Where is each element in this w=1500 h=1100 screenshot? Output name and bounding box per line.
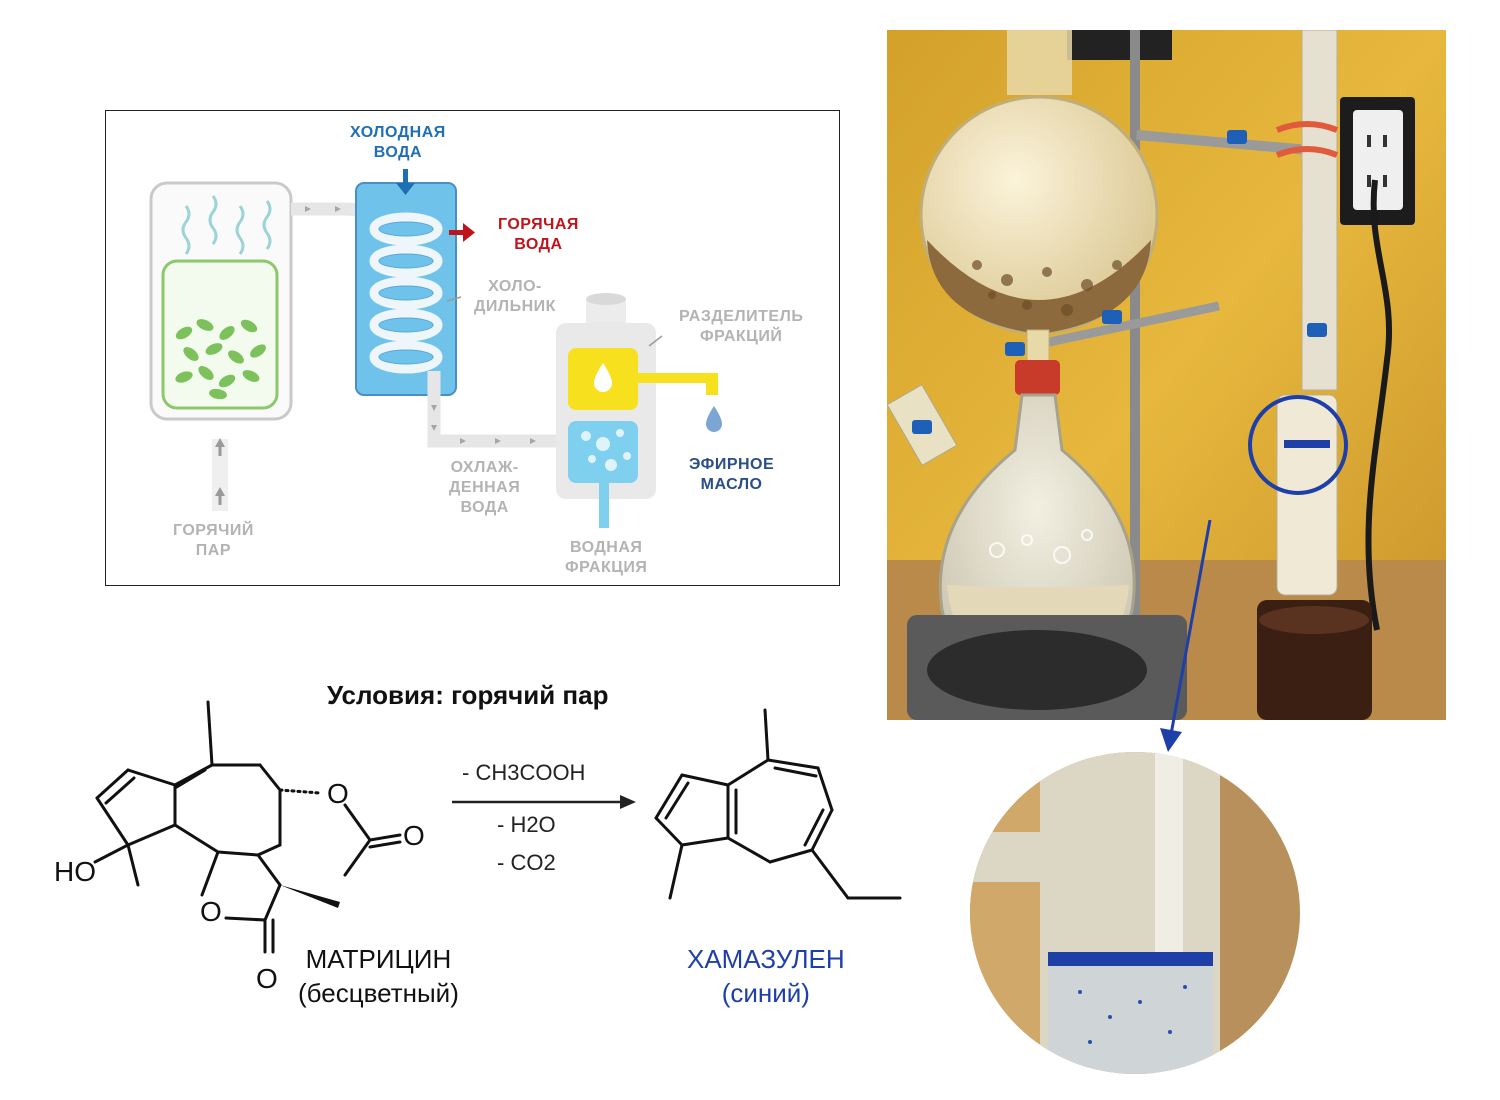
cooled-water-pipe bbox=[427, 371, 556, 448]
reagent-co2: - CO2 bbox=[497, 850, 556, 875]
drop-icon bbox=[594, 363, 612, 392]
leaves-icon bbox=[175, 319, 266, 400]
matricin-label: МАТРИЦИН (бесцветный) bbox=[298, 944, 459, 1008]
atom-o-acetyl: O bbox=[403, 820, 425, 851]
steam-wavy-icon bbox=[181, 195, 272, 255]
cooled-water-arrows-icon bbox=[431, 405, 536, 444]
zoom-detail bbox=[970, 752, 1300, 1074]
water-layer bbox=[568, 421, 638, 483]
coil-outline bbox=[378, 221, 434, 365]
zoom-illustration bbox=[970, 752, 1300, 1074]
orange-clamp bbox=[1275, 121, 1339, 158]
cold-water-arrow-icon bbox=[396, 169, 415, 195]
blue-oil-band bbox=[1048, 952, 1213, 966]
water-outlet bbox=[599, 483, 609, 528]
atom-o-ring: O bbox=[200, 896, 222, 927]
reagent-water: - H2O bbox=[497, 812, 556, 837]
steam-up-arrow-icon bbox=[215, 438, 225, 505]
hot-water-arrow-icon bbox=[449, 223, 475, 242]
atom-o-carbonyl: O bbox=[256, 963, 278, 994]
zoom-arrow-icon bbox=[1160, 520, 1212, 752]
bubbles-icon bbox=[581, 429, 631, 471]
chamazulene-structure bbox=[654, 708, 902, 900]
diagram-graphics bbox=[149, 169, 722, 528]
picture-frame bbox=[1067, 30, 1172, 60]
blue-oil-layer bbox=[1284, 440, 1330, 448]
atom-o-ester: O bbox=[327, 778, 349, 809]
reaction-conditions: Условия: горячий пар bbox=[327, 680, 609, 710]
reaction-arrow-icon bbox=[452, 795, 636, 809]
reagent-acetic-acid: - CH3COOH bbox=[462, 760, 586, 785]
lab-photo bbox=[886, 29, 1446, 720]
oil-tap bbox=[638, 373, 718, 383]
matricin-structure bbox=[93, 700, 402, 954]
label-condenser: ХОЛО-ДИЛЬНИК bbox=[474, 278, 556, 315]
steam-inlet-pipe bbox=[212, 439, 228, 511]
coil-icon bbox=[369, 212, 443, 374]
power-cable bbox=[1365, 179, 1393, 631]
blue-clamp-icons bbox=[912, 130, 1327, 434]
stand-rod bbox=[1130, 30, 1140, 690]
highlight-circle bbox=[1248, 395, 1348, 495]
atom-ho: HO bbox=[54, 856, 96, 887]
oil-drop-icon bbox=[706, 406, 722, 432]
separator-tube bbox=[1276, 394, 1338, 596]
lab-setup-illustration bbox=[886, 29, 1446, 720]
separator-pointer bbox=[648, 335, 663, 347]
chamazulene-label: ХАМАЗУЛЕН (синий) bbox=[687, 944, 845, 1008]
red-clamp bbox=[1015, 360, 1060, 395]
condenser-pointer bbox=[446, 296, 462, 302]
oil-droplets bbox=[1078, 985, 1187, 1044]
